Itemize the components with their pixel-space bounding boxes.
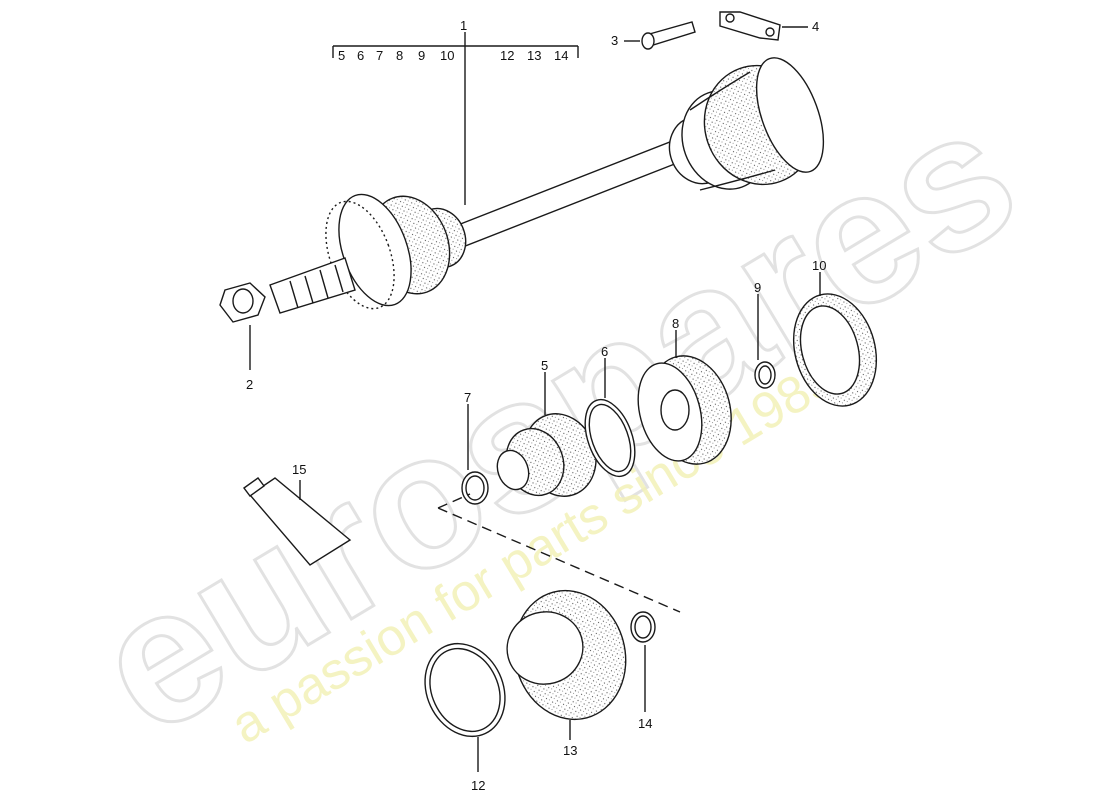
bracket-label-5: 5 [338, 48, 345, 63]
group-dashed-line [437, 493, 681, 613]
callout-7: 7 [464, 390, 471, 405]
callout-1: 1 [460, 18, 467, 33]
boot-part-5 [496, 372, 597, 497]
callout-3: 3 [611, 33, 618, 48]
tube-part-15 [243, 477, 352, 566]
bracket-label-7: 7 [376, 48, 383, 63]
callout-2: 2 [246, 377, 253, 392]
bracket-label-10: 10 [440, 48, 454, 63]
clamp-part-7 [461, 404, 489, 505]
bolt-part-3 [624, 21, 696, 50]
cv-joint-part-8 [637, 330, 732, 465]
callout-14: 14 [638, 716, 652, 731]
bracket-label-9: 9 [418, 48, 425, 63]
callout-1-bracket [332, 32, 579, 205]
plate-part-4 [719, 11, 808, 41]
clamp-part-6 [584, 358, 636, 478]
clamp-part-14 [630, 611, 656, 712]
callout-15: 15 [292, 462, 306, 477]
circlip-part-9 [754, 294, 776, 389]
callout-4: 4 [812, 19, 819, 34]
nut-part-2 [219, 282, 266, 370]
bracket-label-8: 8 [396, 48, 403, 63]
boot-part-13 [506, 589, 627, 740]
callout-6: 6 [601, 344, 608, 359]
drive-shaft-assembly [269, 57, 825, 314]
callout-13: 13 [563, 743, 577, 758]
band-part-12 [424, 642, 506, 772]
bracket-label-14: 14 [554, 48, 568, 63]
callout-10: 10 [812, 258, 826, 273]
callout-5: 5 [541, 358, 548, 373]
cover-part-10 [792, 272, 878, 407]
callout-9: 9 [754, 280, 761, 295]
bracket-label-6: 6 [357, 48, 364, 63]
bracket-label-12: 12 [500, 48, 514, 63]
callout-12: 12 [471, 778, 485, 793]
callout-8: 8 [672, 316, 679, 331]
bracket-label-13: 13 [527, 48, 541, 63]
